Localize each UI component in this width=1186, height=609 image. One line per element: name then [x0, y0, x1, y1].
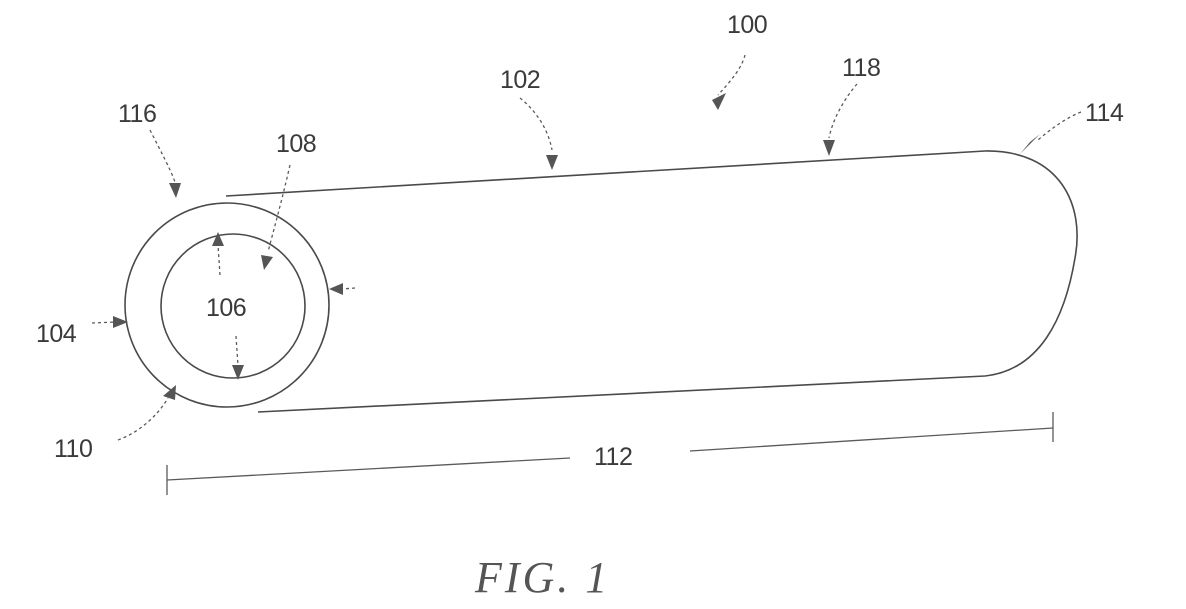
label-102: 102: [500, 66, 540, 94]
leader-100: [718, 55, 745, 95]
arrowhead-102: [546, 155, 558, 170]
leader-114: [1038, 112, 1081, 140]
tube-body-outline: [226, 151, 1077, 412]
arrowhead-108: [261, 255, 273, 270]
leader-106-up: [218, 245, 220, 275]
arrowhead-118: [823, 140, 835, 156]
leader-108: [268, 165, 290, 252]
arrowhead-114: [1020, 134, 1040, 154]
leader-118: [829, 84, 857, 138]
leader-102: [520, 98, 552, 150]
arrowhead-110: [163, 385, 176, 400]
figure-caption: FIG. 1: [474, 553, 610, 602]
leader-wall-thickness: [342, 288, 355, 289]
length-line-right: [690, 428, 1053, 451]
label-116: 116: [118, 100, 156, 128]
label-112: 112: [594, 443, 632, 471]
leader-106-down: [236, 336, 238, 366]
label-108: 108: [276, 130, 316, 158]
leader-116: [150, 130, 175, 182]
label-106: 106: [206, 294, 246, 322]
length-line-left: [167, 458, 570, 480]
label-118: 118: [842, 54, 880, 82]
label-104: 104: [36, 320, 77, 348]
leader-104: [92, 322, 115, 323]
arrowhead-100: [712, 93, 726, 110]
label-100: 100: [727, 11, 767, 39]
label-114: 114: [1085, 99, 1124, 127]
arrowhead-wall-thickness: [329, 283, 343, 295]
label-110: 110: [54, 435, 92, 463]
leader-110: [118, 398, 168, 440]
arrowhead-116: [169, 183, 181, 198]
